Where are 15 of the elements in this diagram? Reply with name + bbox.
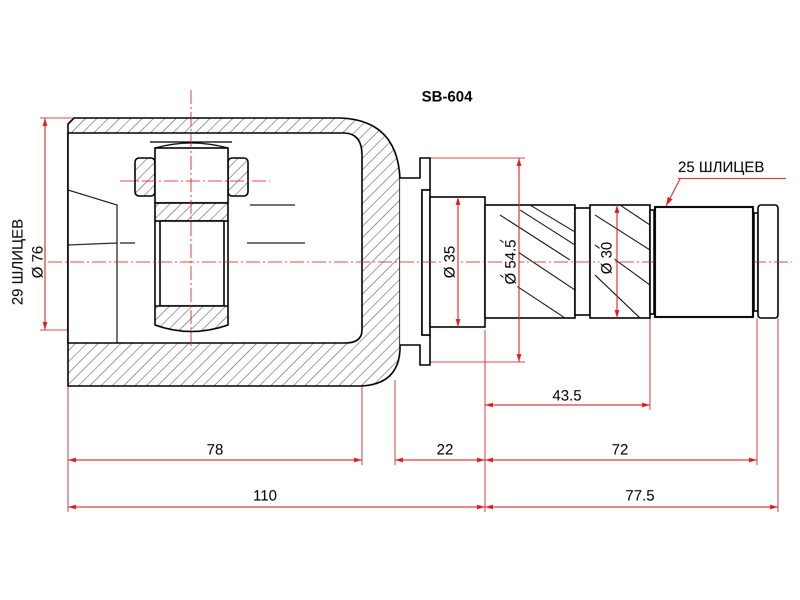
diameter-label: Ø 76 [30,244,46,280]
part-number-title: SB-604 [422,88,472,106]
dimension-label: 43.5 [551,388,583,404]
shaft-spline-section [654,206,754,318]
diameter-label: Ø 30 [600,240,614,276]
diameter-label: Ø 54.5 [504,237,518,287]
dimension-label: 72 [610,442,630,458]
dimension-label: 110 [252,488,278,504]
dimension-label: 22 [436,442,454,458]
diameter-label: 29 ШЛИЦЕВ [10,218,26,308]
spline-count-note: 25 ШЛИЦЕВ [678,158,786,179]
dimension-label: 77.5 [624,488,656,504]
leader-line [666,178,680,206]
dimension-label: 78 [206,442,224,458]
diameter-label: Ø 35 [442,244,458,280]
